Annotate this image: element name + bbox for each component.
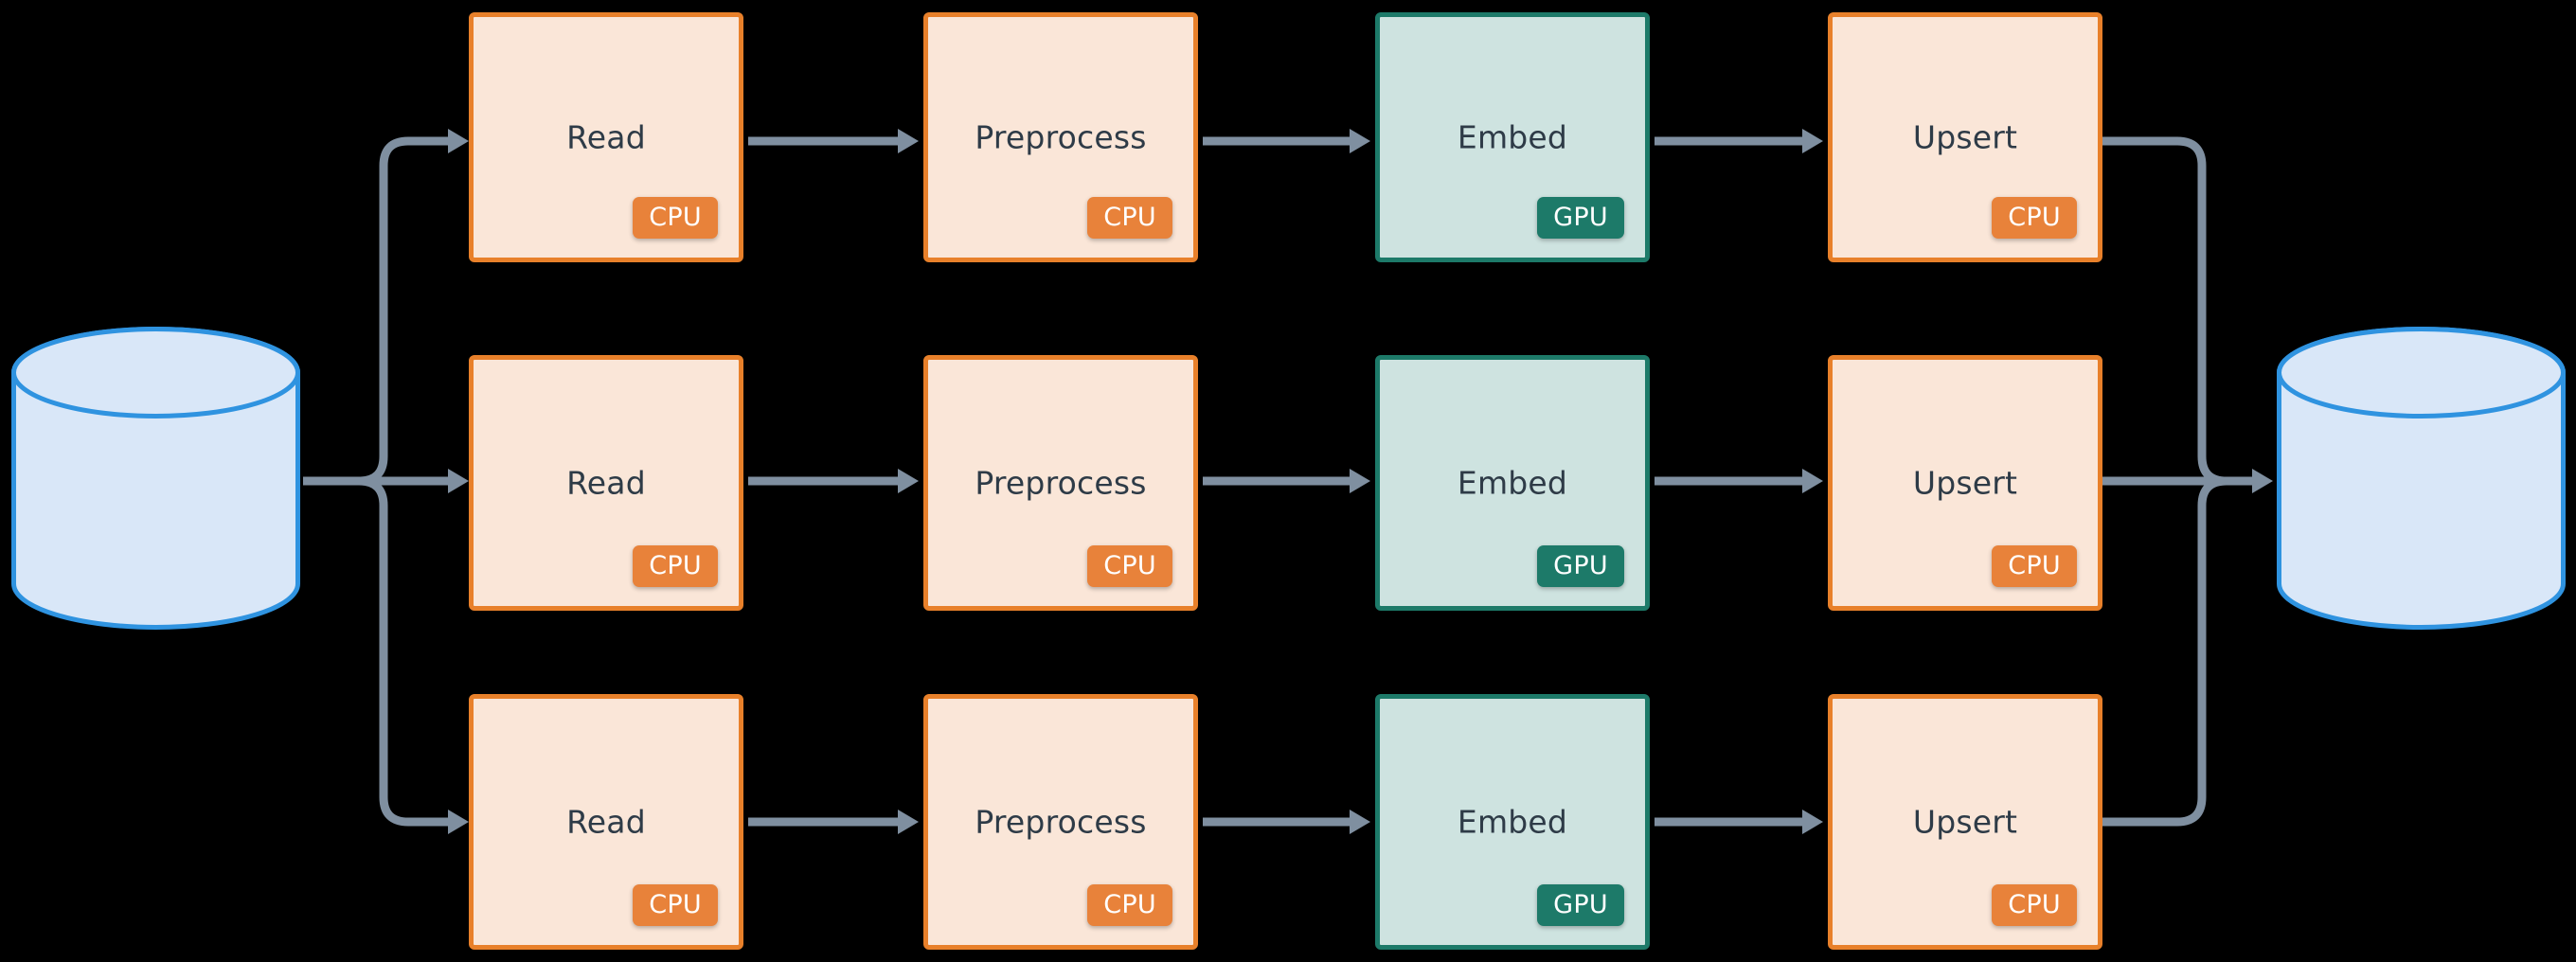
stage-label-read: Read: [566, 464, 646, 502]
arrowhead-read-to-preprocess-replica-2: [898, 469, 919, 493]
stage-label-preprocess: Preprocess: [975, 464, 1147, 502]
arrowhead-fanin-output: [2252, 469, 2273, 493]
source-input-data: [11, 327, 300, 630]
device-badge-cpu: CPU: [1992, 884, 2077, 926]
arrowhead-preprocess-to-embed-replica-2: [1350, 469, 1370, 493]
arrowhead-read-to-preprocess-replica-1: [898, 129, 919, 153]
device-badge-cpu: CPU: [1087, 197, 1172, 239]
arrowhead-preprocess-to-embed-replica-1: [1350, 129, 1370, 153]
stage-label-read: Read: [566, 803, 646, 841]
device-badge-cpu: CPU: [1087, 545, 1172, 587]
device-badge-gpu: GPU: [1537, 545, 1624, 587]
connector-fanout-lower-joint: [358, 476, 388, 507]
connector-fanout-upper: [379, 136, 450, 456]
arrowhead-preprocess-to-embed-replica-3: [1350, 810, 1370, 834]
device-badge-cpu: CPU: [633, 545, 718, 587]
sink-output-data: [2277, 327, 2566, 630]
connector-fanin-upper: [2102, 136, 2227, 486]
stage-label-embed: Embed: [1457, 803, 1568, 841]
device-badge-gpu: GPU: [1537, 884, 1624, 926]
device-badge-cpu: CPU: [633, 197, 718, 239]
connector-fanout-lower: [379, 506, 450, 827]
device-badge-cpu: CPU: [1087, 884, 1172, 926]
connector-fanin-lower: [2102, 476, 2227, 827]
stage-label-upsert: Upsert: [1912, 118, 2018, 156]
arrowhead-fanout-replica-3: [448, 810, 469, 834]
stage-label-preprocess: Preprocess: [975, 803, 1147, 841]
stage-label-preprocess: Preprocess: [975, 118, 1147, 156]
stage-label-read: Read: [566, 118, 646, 156]
arrowhead-fanout-replica-2: [448, 469, 469, 493]
stage-label-embed: Embed: [1457, 118, 1568, 156]
arrowhead-read-to-preprocess-replica-3: [898, 810, 919, 834]
device-badge-cpu: CPU: [633, 884, 718, 926]
arrowhead-fanout-replica-1: [448, 129, 469, 153]
source-input-data-shape: [11, 327, 300, 630]
sink-output-data-shape: [2277, 327, 2566, 630]
arrowhead-embed-to-upsert-replica-1: [1802, 129, 1823, 153]
device-badge-cpu: CPU: [1992, 545, 2077, 587]
arrowhead-embed-to-upsert-replica-3: [1802, 810, 1823, 834]
stage-label-embed: Embed: [1457, 464, 1568, 502]
device-badge-cpu: CPU: [1992, 197, 2077, 239]
stage-label-upsert: Upsert: [1912, 464, 2018, 502]
arrowhead-embed-to-upsert-replica-2: [1802, 469, 1823, 493]
device-badge-gpu: GPU: [1537, 197, 1624, 239]
stage-label-upsert: Upsert: [1912, 803, 2018, 841]
